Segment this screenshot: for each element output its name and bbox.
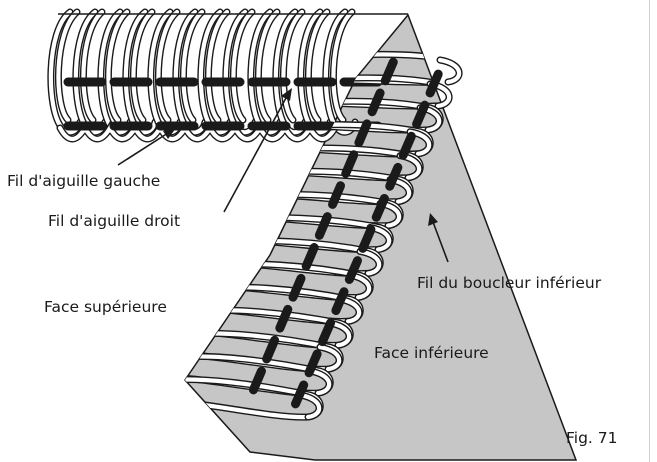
diag-stitch-0-6 [344, 256, 362, 284]
top-scallop [57, 123, 338, 142]
looper-turn-12 [317, 345, 342, 372]
diag-stitch-1-5 [314, 212, 332, 240]
leader-left-needle [117, 132, 169, 166]
label-right-needle-thread: Fil d'aiguille droit [48, 212, 181, 230]
diag-stitch-1-6 [301, 243, 319, 271]
arrowhead-looper [428, 213, 438, 226]
diag-stitch-0-8 [317, 318, 336, 347]
top-thread-loops [47, 8, 408, 143]
diag-stitch-0-7 [331, 287, 349, 316]
top-loop-6b [206, 9, 230, 123]
top-loop-7b [231, 9, 255, 123]
diag-stitch-1-4 [328, 181, 346, 209]
diagonal-needle-stitches [248, 57, 443, 409]
diag-stitch-0-4 [371, 193, 389, 222]
diag-stitch-0-3 [385, 162, 403, 191]
diag-stitch-1-7 [288, 273, 306, 302]
diag-stitch-0-10 [291, 380, 309, 409]
top-loop-1b [81, 9, 105, 123]
looper-turn-13 [307, 368, 332, 396]
top-loop-0b [56, 9, 80, 123]
top-loop-11b [331, 9, 355, 123]
label-upper-face: Face supérieure [44, 298, 167, 316]
looper-turn-10 [337, 297, 362, 324]
label-figure-number: Fig. 71 [566, 429, 618, 447]
looper-turn-3 [407, 129, 432, 156]
label-lower-looper-thread: Fil du boucleur inférieur [417, 274, 602, 292]
looper-turn-14 [297, 392, 322, 420]
label-lower-face: Face inférieure [374, 344, 489, 362]
top-loop-10b [306, 9, 330, 123]
looper-turn-11 [327, 321, 352, 348]
diag-stitch-1-2 [354, 119, 372, 148]
diag-stitch-1-1 [367, 88, 385, 117]
looper-turn-0 [437, 57, 462, 85]
top-loop-3b [131, 9, 155, 123]
diag-stitch-1-10 [248, 366, 266, 395]
page-edge-rule [649, 0, 650, 462]
top-loop-8b [256, 9, 280, 123]
diag-stitch-0-9 [304, 349, 322, 378]
fabric-lower-face [184, 13, 578, 461]
leader-looper [432, 221, 449, 263]
diag-stitch-1-3 [341, 150, 359, 179]
leader-right-needle [223, 97, 287, 213]
diag-stitch-1-8 [275, 304, 293, 333]
top-loop-9b [281, 9, 305, 123]
top-loop-4b [156, 9, 180, 123]
diag-stitch-0-0 [425, 69, 443, 98]
top-loop-2b [106, 9, 130, 123]
label-left-needle-thread: Fil d'aiguille gauche [7, 172, 161, 190]
leader-lines [117, 88, 449, 263]
arrowhead-right-needle [281, 88, 292, 101]
arrowhead-left-needle [163, 128, 176, 139]
diag-stitch-1-9 [262, 335, 280, 364]
diag-stitch-1-0 [380, 57, 398, 86]
diag-stitch-0-1 [412, 100, 430, 129]
top-loop-5b [181, 9, 205, 123]
diag-stitch-0-5 [358, 225, 376, 253]
diag-stitch-0-2 [398, 131, 416, 160]
looper-turn-8 [357, 249, 382, 276]
